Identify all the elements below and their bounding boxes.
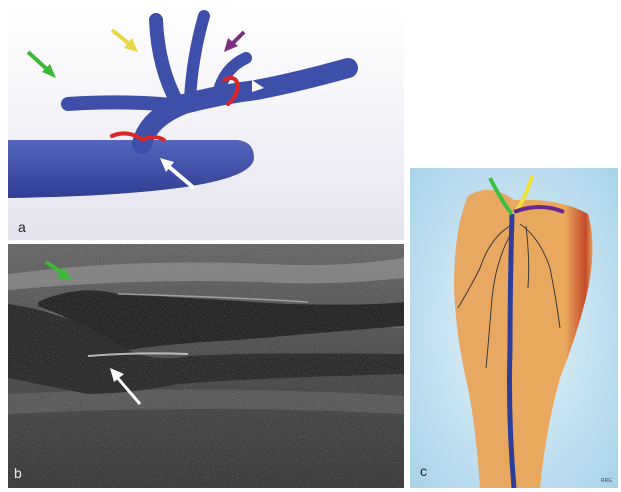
panel-b-ultrasound: b <box>8 244 404 488</box>
panel-label-c: c <box>420 464 427 478</box>
panel-label-a: a <box>18 220 26 234</box>
panel-a-3d-render: a <box>8 8 404 240</box>
panel-c-leg-schematic: c RRG <box>410 168 618 488</box>
panel-label-b: b <box>14 466 22 480</box>
panel-credit: RRG <box>601 478 612 484</box>
vein-render-figure <box>8 8 404 240</box>
leg-diagram <box>410 168 618 488</box>
ultrasound-image <box>8 244 404 488</box>
